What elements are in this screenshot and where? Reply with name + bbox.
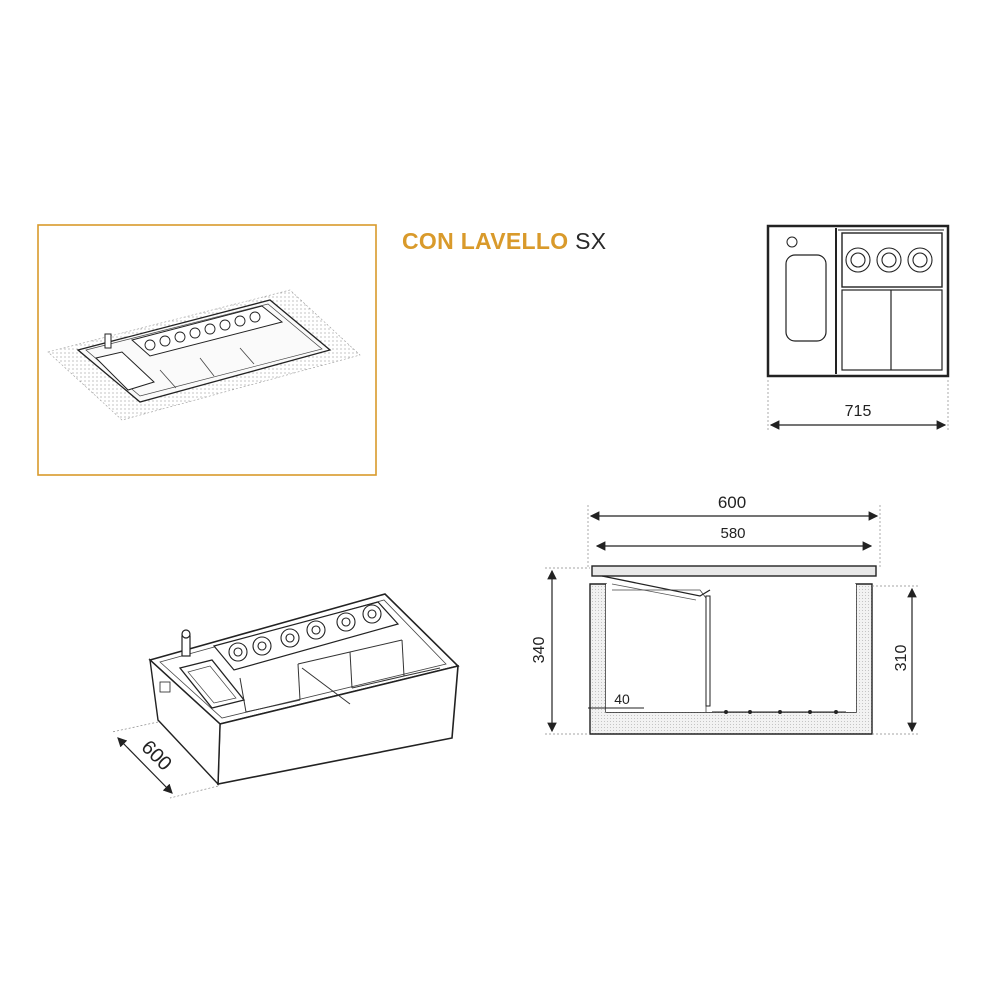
iso-thumbnail-view — [37, 224, 377, 476]
plan-width-dimension: 715 — [845, 403, 872, 420]
front-outer-height-dimension: 340 — [531, 637, 548, 664]
front-inner-height-dimension: 310 — [893, 645, 910, 672]
plan-view: 715 — [766, 224, 950, 432]
iso-depth-dimension: 600 — [137, 736, 176, 775]
title-accent: CON LAVELLO — [402, 228, 569, 254]
front-inner-width-dimension: 580 — [720, 525, 745, 542]
front-wall-dimension: 40 — [614, 691, 630, 707]
front-outer-width-dimension: 600 — [718, 493, 746, 512]
iso-main-view: 600 — [111, 593, 460, 799]
title-suffix: SX — [575, 228, 607, 254]
page-title: CON LAVELLO SX — [402, 228, 606, 255]
front-section-view: 600 580 40 340 310 — [531, 493, 920, 735]
